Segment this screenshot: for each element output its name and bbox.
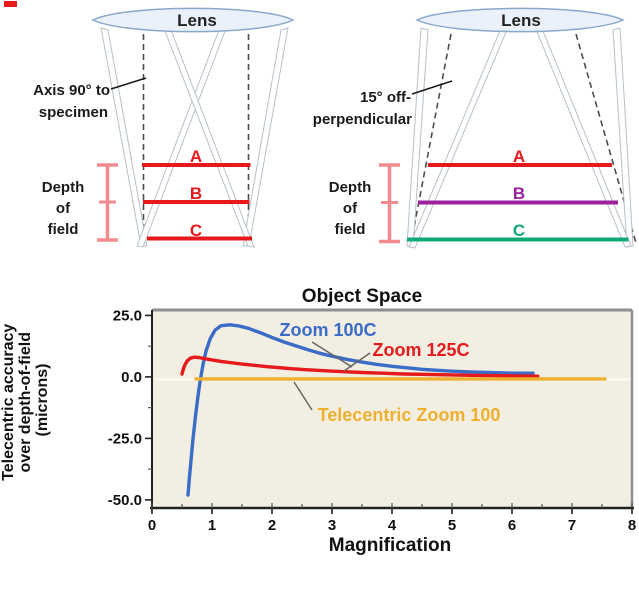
series-label-zoom-125c: Zoom 125C (372, 340, 469, 360)
axis-tick-layer: 0 1 2 3 4 5 6 7 8 25.0 0.0 -25.0 -50.0 (108, 307, 636, 534)
tilted-chief-ray-left (410, 33, 452, 244)
x-tick-label: 0 (148, 517, 156, 534)
plane-letter-b: B (190, 184, 202, 203)
ray-band (612, 27, 634, 248)
y-tick-label: 0.0 (121, 369, 142, 386)
lens-body (415, 7, 625, 33)
plane-letter-c: C (190, 221, 202, 240)
y-tick-label: 25.0 (113, 307, 142, 324)
ray-bundle (100, 27, 289, 248)
artifact-mark (4, 1, 17, 7)
x-tick-label: 8 (628, 517, 636, 534)
series-layer (180, 323, 607, 497)
series-label-zoom-100c: Zoom 100C (279, 320, 376, 340)
x-tick-label: 5 (448, 517, 456, 534)
y-tick-label: -25.0 (108, 430, 142, 447)
plane-letter-b: B (513, 184, 525, 203)
diagram-left: Lens Axis 90° to specimen A B C Depth of… (33, 7, 295, 248)
annotation-pointer-line (411, 80, 453, 95)
ray-band (100, 27, 148, 247)
depth-of-field-bracket (97, 163, 118, 242)
plane-letter-a: A (190, 147, 202, 166)
lens-body (91, 7, 295, 33)
axis-annotation-line2: specimen (39, 104, 108, 121)
y-axis-title: Telecentric accuracy over depth-of-field… (0, 319, 51, 481)
depth-of-field-bracket (379, 163, 400, 244)
lens-diagrams: Lens Axis 90° to specimen A B C Depth of… (4, 1, 637, 249)
x-tick-label: 7 (568, 517, 576, 534)
depth-label-line2: of (343, 200, 358, 217)
depth-label-line1: Depth (42, 179, 85, 196)
x-tick-label: 4 (388, 517, 397, 534)
x-tick-label: 3 (328, 517, 336, 534)
ray-bundle (406, 27, 634, 249)
x-tick-label: 6 (508, 517, 516, 534)
axis-annotation-line1: Axis 90° to (33, 82, 110, 99)
depth-label-line3: field (48, 221, 79, 238)
legend-pointer-line (311, 341, 353, 368)
chart-title: Object Space (302, 286, 422, 307)
plane-letter-c: C (513, 221, 525, 240)
legend-pointer-line (293, 381, 313, 411)
diagram-right: Lens 15° off- perpendicular A B C Depth … (313, 7, 637, 249)
series-curve-1 (180, 355, 540, 378)
tilt-annotation-line2: perpendicular (313, 111, 412, 128)
lens-label: Lens (501, 11, 541, 30)
y-axis-title-line2: over depth-of-field (17, 332, 34, 472)
chart-plot-area (152, 310, 632, 508)
depth-label-line2: of (56, 200, 71, 217)
tilt-annotation-line1: 15° off- (360, 89, 411, 106)
plane-letter-a: A (513, 147, 525, 166)
y-tick-label: -50.0 (108, 492, 142, 509)
ray-band (242, 27, 289, 247)
series-curve-0 (186, 323, 535, 497)
series-label-telecentric-zoom-100: Telecentric Zoom 100 (318, 405, 501, 425)
y-axis-title-line3: (microns) (34, 364, 51, 437)
x-tick-label: 1 (208, 517, 216, 534)
legend-pointer-line (343, 352, 371, 372)
y-axis-title-line1: Telecentric accuracy (0, 324, 17, 481)
lens-label: Lens (177, 11, 217, 30)
depth-label-line1: Depth (329, 179, 372, 196)
x-tick-label: 2 (268, 517, 276, 534)
annotation-pointer-line (110, 77, 147, 90)
depth-label-line3: field (335, 221, 366, 238)
x-axis-title: Magnification (329, 535, 451, 556)
